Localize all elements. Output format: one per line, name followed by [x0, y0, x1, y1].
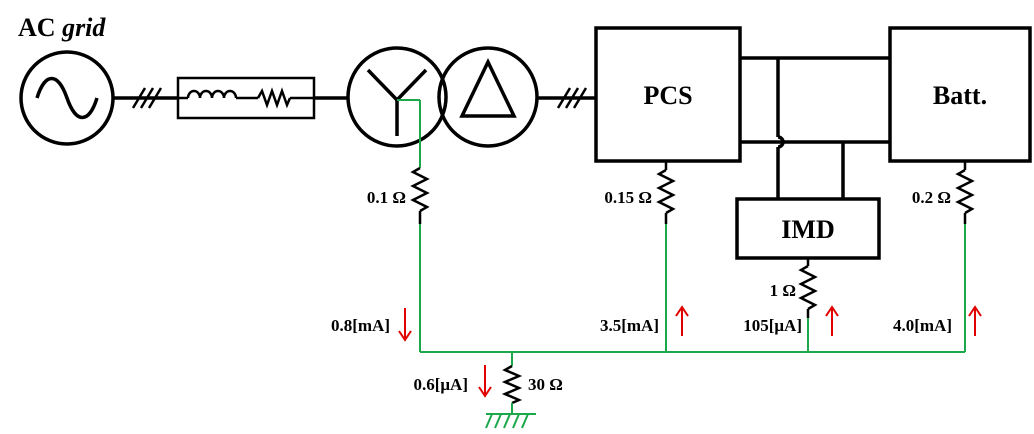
- imd-ground-path: [798, 258, 818, 352]
- earth-ground-path: [501, 352, 523, 414]
- pcs-current-arrow-up-icon: [675, 305, 689, 336]
- three-phase-marks-2: [556, 87, 588, 109]
- pcs-resistor-label: 0.15 Ω: [604, 188, 652, 207]
- transformer-resistor-label: 0.1 Ω: [367, 188, 406, 207]
- transformer-current-label: 0.8[mA]: [331, 316, 390, 335]
- ground-current-arrow-down-icon: [478, 365, 492, 398]
- battery-ground-path: [955, 161, 975, 352]
- ground-resistor-label: 30 Ω: [528, 375, 563, 394]
- battery-label: Batt.: [933, 81, 987, 110]
- line-impedance: [176, 76, 316, 120]
- battery-resistor-label: 0.2 Ω: [912, 188, 951, 207]
- transformer-symbol: [346, 46, 539, 148]
- imd-connection-positive: [776, 58, 785, 199]
- delta-winding-icon: [459, 57, 517, 118]
- imd-resistor-label: 1 Ω: [770, 281, 796, 300]
- transformer-ground-path: [397, 99, 430, 352]
- pcs-ground-path: [656, 161, 676, 352]
- earth-ground-icon: [485, 413, 536, 429]
- pcs-block: [594, 26, 742, 163]
- battery-current-arrow-up-icon: [968, 305, 982, 336]
- imd-current-arrow-up-icon: [825, 305, 839, 336]
- three-phase-marks-1: [131, 87, 163, 109]
- pcs-label: PCS: [643, 81, 692, 110]
- imd-current-label: 105[μA]: [743, 316, 802, 335]
- transformer-current-arrow-down-icon: [398, 308, 412, 342]
- ac-source-symbol: [19, 50, 115, 146]
- battery-block: [888, 26, 1032, 163]
- pcs-current-label: 3.5[mA]: [600, 316, 659, 335]
- imd-label: IMD: [781, 215, 834, 244]
- ground-current-label: 0.6[μA]: [414, 375, 469, 394]
- ac-grid-title: AC grid: [18, 13, 106, 42]
- battery-current-label: 4.0[mA]: [893, 316, 952, 335]
